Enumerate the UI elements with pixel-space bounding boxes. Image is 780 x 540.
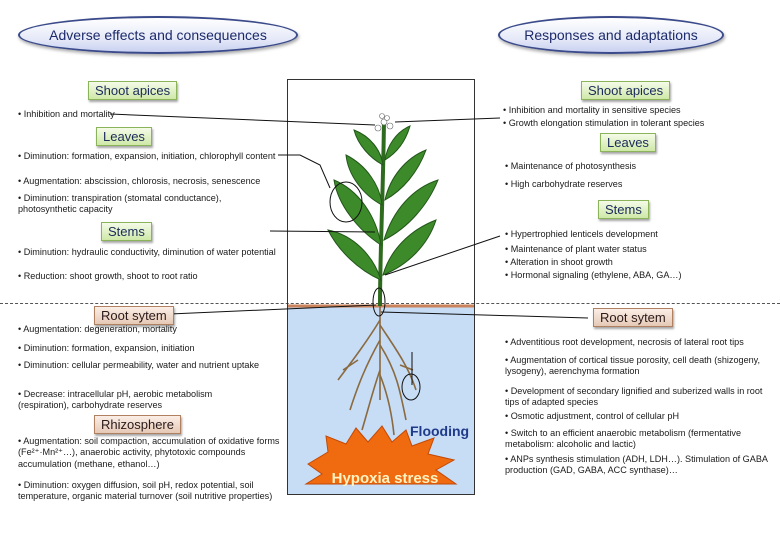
right-root-item-2: • Development of secondary lignified and… <box>505 386 763 408</box>
right-stems-item-1: • Maintenance of plant water status <box>505 244 647 254</box>
right-root-item-4: • Switch to an efficient anaerobic metab… <box>505 428 742 450</box>
right-shoot-item-1: • Growth elongation stimulation in toler… <box>503 118 705 128</box>
left-stems-label: Stems <box>101 222 152 241</box>
flooding-label: Flooding <box>410 423 470 439</box>
right-root-item-0: • Adventitious root development, necrosi… <box>505 337 744 347</box>
hypoxia-burst <box>304 425 458 485</box>
right-leaves-item-0: • Maintenance of photosynthesis <box>505 161 637 171</box>
left-leaves-item-0: • Diminution: formation, expansion, init… <box>18 151 276 161</box>
left-header: Adverse effects and consequences <box>18 16 298 54</box>
left-stems-item-1: • Reduction: shoot growth, shoot to root… <box>18 271 198 281</box>
right-header: Responses and adaptations <box>498 16 724 54</box>
left-root-label: Root sytem <box>94 306 174 325</box>
soil-divider <box>0 303 780 304</box>
plant-stem <box>378 119 386 307</box>
left-root-item-0: • Augmentation: degeneration, mortality <box>18 324 177 334</box>
plant-illustration <box>288 113 474 494</box>
right-leaves-item-1: • High carbohydrate reserves <box>505 179 623 189</box>
right-header-label: Responses and adaptations <box>524 27 698 43</box>
left-shoot-item-0: • Inhibition and mortality <box>18 109 115 119</box>
right-root-item-5: • ANPs synthesis stimulation (ADH, LDH…)… <box>505 454 768 476</box>
lenticel-highlight <box>372 287 386 317</box>
left-rhizo-item-0: • Augmentation: soil compaction, accumul… <box>18 436 280 469</box>
left-leaves-item-1: • Augmentation: abscission, chlorosis, n… <box>18 176 261 186</box>
left-stems-item-0: • Diminution: hydraulic conductivity, di… <box>18 247 276 257</box>
right-stems-item-3: • Hormonal signaling (ethylene, ABA, GA…… <box>505 270 682 280</box>
left-root-item-3: • Decrease: intracellular pH, aerobic me… <box>18 389 213 411</box>
right-root-label: Root sytem <box>593 308 673 327</box>
right-root-item-3: • Osmotic adjustment, control of cellula… <box>505 411 680 421</box>
leaf-highlight <box>329 181 363 223</box>
right-leaves-label: Leaves <box>600 133 656 152</box>
hypoxia-label: Hypoxia stress <box>331 470 439 487</box>
left-root-item-2: • Diminution: cellular permeability, wat… <box>18 360 260 370</box>
right-stems-item-2: • Alteration in shoot growth <box>505 257 613 267</box>
left-header-label: Adverse effects and consequences <box>49 27 267 43</box>
left-rhizosphere-label: Rhizosphere <box>94 415 181 434</box>
root-tip-highlight <box>401 373 421 401</box>
left-root-item-1: • Diminution: formation, expansion, init… <box>18 343 195 353</box>
left-rhizo-item-1: • Diminution: oxygen diffusion, soil pH,… <box>18 480 273 502</box>
flower-buds <box>374 113 394 132</box>
plant-roots <box>337 306 417 436</box>
left-shoot-apices-label: Shoot apices <box>88 81 178 100</box>
left-leaves-label: Leaves <box>96 127 152 146</box>
right-stems-label: Stems <box>598 200 649 219</box>
left-leaves-item-2: • Diminution: transpiration (stomatal co… <box>18 193 222 215</box>
plant-panel <box>287 79 475 495</box>
right-shoot-apices-label: Shoot apices <box>581 81 671 100</box>
right-root-item-1: • Augmentation of cortical tissue porosi… <box>505 355 761 377</box>
right-stems-item-0: • Hypertrophied lenticels development <box>505 229 658 239</box>
right-shoot-item-0: • Inhibition and mortality in sensitive … <box>503 105 681 115</box>
